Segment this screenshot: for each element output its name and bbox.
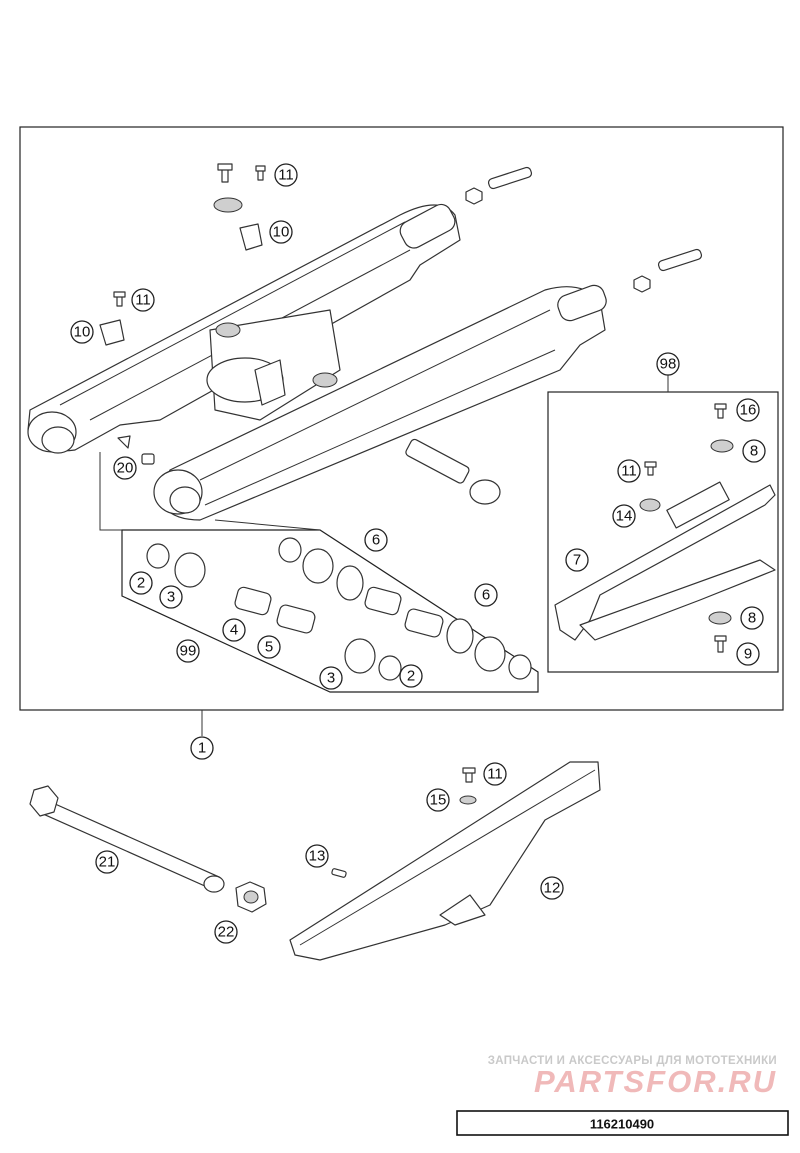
- svg-text:8: 8: [750, 443, 758, 460]
- svg-text:11: 11: [135, 292, 151, 309]
- callout-15: 15: [426, 788, 450, 812]
- chain-guard: [289, 761, 601, 961]
- rear-axle: [29, 785, 225, 893]
- axle-nut: [235, 881, 267, 913]
- callout-11a: 11: [274, 163, 298, 187]
- svg-text:7: 7: [573, 552, 581, 569]
- svg-text:6: 6: [482, 587, 490, 604]
- svg-text:8: 8: [748, 610, 756, 627]
- callout-3a: 3: [159, 585, 183, 609]
- callout-9: 9: [736, 642, 760, 666]
- callout-8b: 8: [740, 606, 764, 630]
- upper-axle-pins: [465, 166, 703, 293]
- callout-10b: 10: [70, 320, 94, 344]
- swingarm-body: [27, 203, 607, 521]
- callout-2a: 2: [129, 571, 153, 595]
- svg-text:3: 3: [167, 589, 175, 606]
- callout-7: 7: [565, 548, 589, 572]
- svg-text:4: 4: [230, 622, 238, 639]
- svg-text:11: 11: [621, 463, 637, 480]
- callout-10a: 10: [269, 220, 293, 244]
- svg-text:1: 1: [198, 740, 206, 757]
- svg-text:21: 21: [99, 854, 116, 871]
- bearing-parts: [146, 537, 532, 681]
- small-fasteners: [99, 163, 266, 465]
- callout-8a: 8: [742, 439, 766, 463]
- callout-3b: 3: [319, 666, 343, 690]
- svg-text:9: 9: [744, 646, 752, 663]
- callout-21: 21: [95, 850, 119, 874]
- callout-11d: 11: [483, 762, 507, 786]
- callout-4: 4: [222, 618, 246, 642]
- svg-text:11: 11: [278, 167, 294, 184]
- drawing-number-box: [456, 1110, 789, 1136]
- callout-2b: 2: [399, 664, 423, 688]
- svg-text:2: 2: [407, 668, 415, 685]
- svg-text:10: 10: [74, 324, 91, 341]
- callout-6a: 6: [364, 528, 388, 552]
- svg-text:20: 20: [117, 460, 134, 477]
- svg-text:99: 99: [180, 643, 197, 660]
- svg-text:14: 14: [616, 508, 633, 525]
- watermark-tagline: ЗАПЧАСТИ И АКСЕССУАРЫ ДЛЯ МОТОТЕХНИКИ: [488, 1055, 777, 1067]
- callout-12: 12: [540, 876, 564, 900]
- callout-5: 5: [257, 635, 281, 659]
- svg-text:22: 22: [218, 924, 235, 941]
- swingarm-assembly-frame: [19, 126, 784, 711]
- callout-22: 22: [214, 920, 238, 944]
- callout-99: 99: [176, 639, 200, 663]
- svg-text:13: 13: [309, 848, 326, 865]
- svg-text:2: 2: [137, 575, 145, 592]
- callout-98: 98: [656, 352, 680, 376]
- svg-text:12: 12: [544, 880, 561, 897]
- callout-6b: 6: [474, 583, 498, 607]
- callout-1: 1: [190, 736, 214, 760]
- svg-text:10: 10: [273, 224, 290, 241]
- callout-16: 16: [736, 398, 760, 422]
- pivot-bolt: [405, 438, 501, 505]
- chain-slider: [554, 403, 776, 653]
- watermark-logo: PARTSFOR.RU: [534, 1064, 777, 1099]
- callout-20: 20: [113, 456, 137, 480]
- drawing-number: 116210490: [590, 1117, 654, 1132]
- callout-11b: 11: [131, 288, 155, 312]
- svg-text:5: 5: [265, 639, 273, 656]
- chain-slider-frame: [547, 391, 779, 673]
- svg-text:11: 11: [487, 766, 503, 783]
- svg-text:16: 16: [740, 402, 757, 419]
- svg-text:98: 98: [660, 356, 677, 373]
- svg-text:6: 6: [372, 532, 380, 549]
- svg-text:15: 15: [430, 792, 447, 809]
- callout-14: 14: [612, 504, 636, 528]
- callout-11c: 11: [617, 459, 641, 483]
- callout-13: 13: [305, 844, 329, 868]
- svg-text:3: 3: [327, 670, 335, 687]
